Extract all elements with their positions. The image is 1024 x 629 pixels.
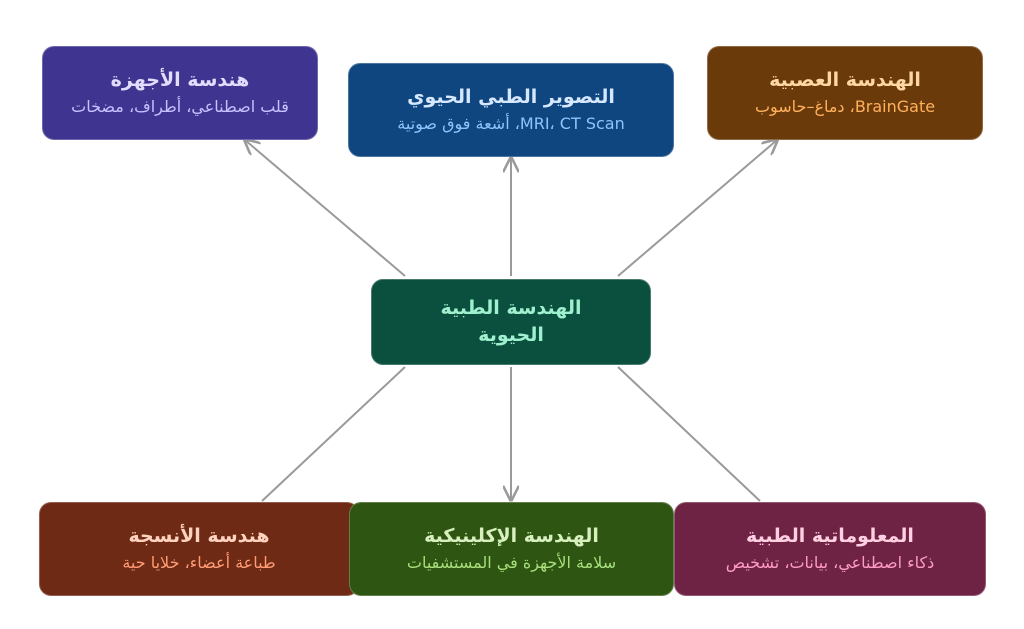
node-subtitle: قلب اصطناعي، أطراف، مضخات: [71, 97, 289, 117]
node-subtitle: سلامة الأجهزة في المستشفيات: [406, 553, 617, 573]
node-subtitle: BrainGate، دماغ–حاسوب: [754, 97, 936, 117]
node-title: الهندسة العصبية: [769, 69, 921, 92]
node-subtitle: MRI، CT Scan، أشعة فوق صوتية: [397, 114, 625, 134]
line-to-tissue: [261, 366, 406, 502]
arrow-to-neuro: [617, 140, 777, 277]
node-neural-engineering: الهندسة العصبية BrainGate، دماغ–حاسوب: [707, 46, 983, 140]
line-to-informatics: [617, 366, 761, 502]
node-title: هندسة الأجهزة: [110, 69, 250, 92]
arrow-to-devices: [245, 140, 406, 277]
node-tissue-engineering: هندسة الأنسجة طباعة أعضاء، خلايا حية: [39, 502, 359, 596]
node-subtitle: ذكاء اصطناعي، بيانات، تشخيص: [725, 553, 935, 573]
node-biomedical-imaging: التصوير الطبي الحيوي MRI، CT Scan، أشعة …: [348, 63, 674, 157]
node-devices-engineering: هندسة الأجهزة قلب اصطناعي، أطراف، مضخات: [42, 46, 318, 140]
node-clinical-engineering: الهندسة الإكلينيكية سلامة الأجهزة في الم…: [349, 502, 674, 596]
center-title-line1: الهندسة الطبية: [440, 297, 582, 320]
center-title-line2: الحيوية: [478, 324, 544, 346]
node-title: المعلوماتية الطبية: [746, 525, 914, 548]
node-title: هندسة الأنسجة: [128, 525, 270, 548]
node-center-biomedical-engineering: الهندسة الطبية الحيوية: [371, 279, 651, 365]
node-medical-informatics: المعلوماتية الطبية ذكاء اصطناعي، بيانات،…: [674, 502, 986, 596]
node-subtitle: طباعة أعضاء، خلايا حية: [122, 553, 276, 573]
node-title: الهندسة الإكلينيكية: [424, 525, 599, 548]
node-title: التصوير الطبي الحيوي: [407, 86, 615, 109]
